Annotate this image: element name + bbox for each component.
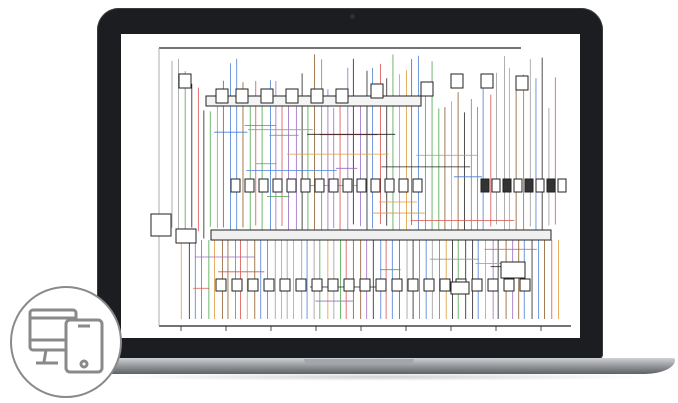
component-block bbox=[215, 278, 227, 292]
component-block bbox=[420, 81, 434, 97]
component-block bbox=[300, 178, 311, 193]
component-block bbox=[423, 278, 435, 292]
component-block bbox=[546, 178, 556, 193]
component-block bbox=[310, 88, 324, 104]
component-block bbox=[295, 278, 307, 292]
component-block bbox=[210, 229, 552, 241]
component-block bbox=[515, 75, 529, 91]
component-block bbox=[342, 178, 353, 193]
component-block bbox=[480, 178, 490, 193]
component-block bbox=[272, 178, 283, 193]
component-block bbox=[384, 178, 395, 193]
laptop-shadow bbox=[110, 373, 650, 381]
component-block bbox=[175, 228, 197, 244]
component-block bbox=[235, 88, 249, 104]
computer-and-tablet-icon bbox=[10, 286, 122, 398]
component-block bbox=[150, 213, 172, 237]
component-block bbox=[450, 281, 470, 295]
component-block bbox=[328, 178, 339, 193]
component-block bbox=[407, 278, 419, 292]
component-block bbox=[535, 178, 545, 193]
component-block bbox=[343, 278, 355, 292]
component-block bbox=[311, 278, 323, 292]
component-block bbox=[215, 88, 229, 104]
laptop-screen bbox=[121, 34, 580, 338]
component-block bbox=[263, 278, 275, 292]
component-block bbox=[279, 278, 291, 292]
component-block bbox=[557, 178, 567, 193]
component-block bbox=[487, 278, 499, 292]
component-block bbox=[258, 178, 269, 193]
component-block bbox=[513, 178, 523, 193]
component-block bbox=[359, 278, 371, 292]
component-block bbox=[412, 178, 423, 193]
component-block bbox=[503, 278, 515, 292]
component-block bbox=[500, 261, 526, 279]
component-block bbox=[398, 178, 409, 193]
component-block bbox=[524, 178, 534, 193]
wiring-diagram bbox=[121, 34, 580, 338]
component-block bbox=[480, 73, 494, 89]
component-block bbox=[314, 178, 325, 193]
component-block bbox=[356, 178, 367, 193]
component-block bbox=[231, 278, 243, 292]
component-block bbox=[370, 178, 381, 193]
component-block bbox=[502, 178, 512, 193]
component-block bbox=[178, 73, 192, 89]
component-block bbox=[244, 178, 255, 193]
component-block bbox=[375, 278, 387, 292]
component-block bbox=[230, 178, 241, 193]
component-block bbox=[491, 178, 501, 193]
laptop-base bbox=[70, 358, 675, 374]
component-block bbox=[450, 73, 464, 89]
webcam-icon bbox=[350, 14, 355, 19]
component-block bbox=[439, 278, 451, 292]
component-block bbox=[260, 88, 274, 104]
laptop-hinge-notch bbox=[304, 359, 414, 364]
component-block bbox=[519, 278, 531, 292]
component-block bbox=[370, 83, 384, 99]
component-block bbox=[335, 88, 349, 104]
component-block bbox=[247, 278, 259, 292]
component-block bbox=[327, 278, 339, 292]
component-block bbox=[285, 88, 299, 104]
component-block bbox=[471, 278, 483, 292]
component-block bbox=[286, 178, 297, 193]
component-block bbox=[391, 278, 403, 292]
